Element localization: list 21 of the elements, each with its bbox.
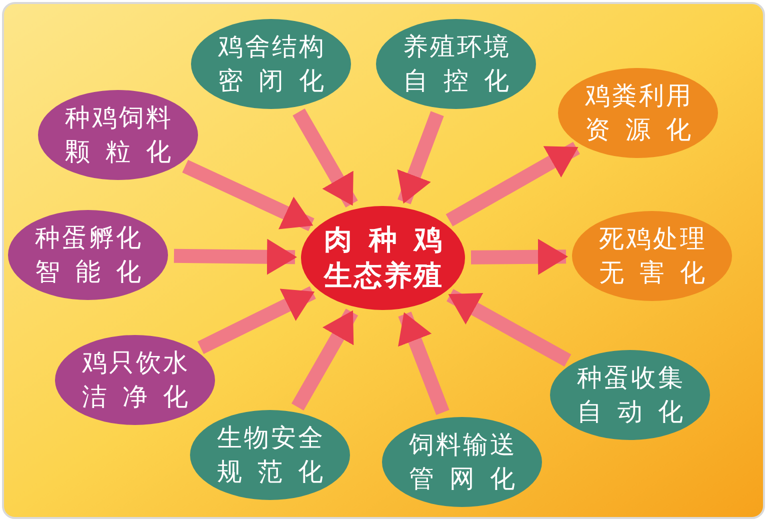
arrow — [446, 289, 572, 367]
topic-label: 养殖环境自控化 — [403, 31, 509, 97]
topic-label: 种蛋孵化智能化 — [35, 222, 141, 288]
topic-label: 饲料输送管网化 — [409, 429, 515, 495]
arrow — [398, 312, 450, 415]
topic-label: 生物安全规范化 — [217, 422, 323, 488]
arrow — [174, 238, 297, 275]
arrow — [397, 111, 444, 204]
topic-label: 种鸡饲料颗粒化 — [65, 102, 171, 168]
topic-label: 死鸡处理无害化 — [599, 223, 705, 289]
arrow — [198, 286, 316, 354]
arrow — [446, 142, 580, 226]
arrow — [291, 308, 358, 410]
center-label: 肉种鸡生态养殖 — [324, 222, 442, 294]
topic-label: 种蛋收集自动化 — [577, 362, 683, 428]
arrow — [182, 160, 314, 232]
topic-label: 鸡粪利用资源化 — [585, 80, 691, 146]
arrow — [292, 108, 358, 208]
topic-label: 鸡舍结构密闭化 — [218, 31, 324, 97]
topic-label: 鸡只饮水洁净化 — [82, 347, 188, 413]
arrow — [470, 238, 568, 275]
